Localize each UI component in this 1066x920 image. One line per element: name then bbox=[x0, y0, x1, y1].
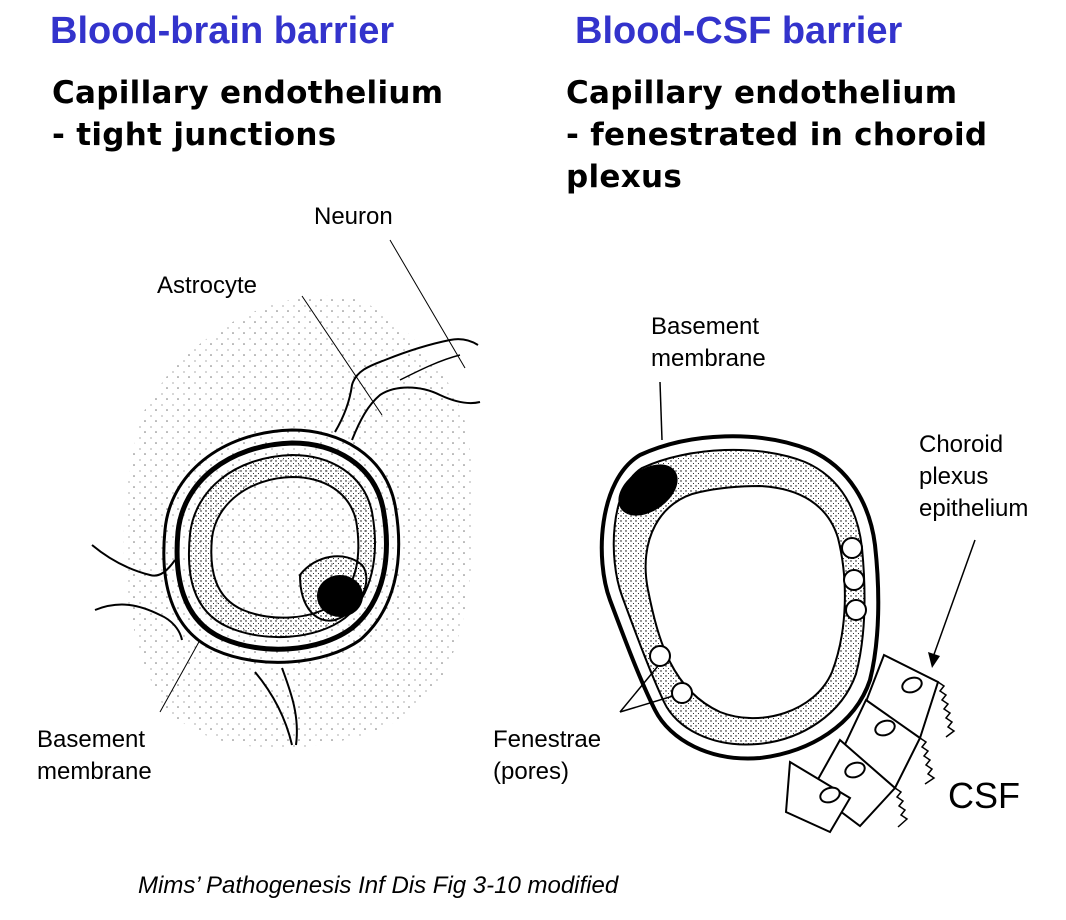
bcsf-capillary-drawing bbox=[599, 381, 976, 834]
bcsf-subtitle: Capillary endothelium - fenestrated in c… bbox=[566, 72, 987, 198]
bcsf-nucleus bbox=[618, 464, 678, 516]
fenestra bbox=[843, 569, 865, 591]
label-bbb-basement-line2: membrane bbox=[37, 758, 152, 785]
bbb-subtitle-line1: Capillary endothelium bbox=[52, 75, 444, 111]
label-bcsf-basement-line2: membrane bbox=[651, 345, 766, 372]
fenestra bbox=[845, 599, 867, 621]
bcsf-subtitle-line1: Capillary endothelium bbox=[566, 75, 958, 111]
label-bbb-basement-membrane: Basement membrane bbox=[37, 724, 152, 788]
bbb-endothelium bbox=[187, 453, 376, 639]
bbb-capillary-drawing bbox=[91, 239, 481, 748]
astrocyte-endfoot-ring bbox=[162, 428, 401, 664]
fenestrae-leader bbox=[619, 695, 674, 713]
label-choroid-line2: plexus bbox=[919, 463, 989, 490]
bbb-basement-leader bbox=[159, 639, 201, 713]
label-fenestrae-line2: (pores) bbox=[493, 758, 570, 785]
bbb-nucleus bbox=[317, 575, 363, 617]
title-blood-brain-barrier: Blood-brain barrier bbox=[50, 10, 395, 52]
fenestra bbox=[841, 537, 863, 559]
astrocyte-process bbox=[334, 338, 479, 433]
bbb-basement-membrane bbox=[174, 440, 389, 652]
label-csf: CSF bbox=[948, 775, 1020, 816]
bbb-subtitle-line2: - tight junctions bbox=[52, 117, 337, 153]
label-bbb-basement-line1: Basement bbox=[37, 726, 146, 753]
astrocyte-process bbox=[281, 667, 298, 746]
fenestrae-leader bbox=[619, 665, 659, 713]
label-astrocyte: Astrocyte bbox=[157, 272, 258, 299]
label-fenestrae-line1: Fenestrae bbox=[493, 726, 602, 753]
label-choroid-plexus-epithelium: Choroid plexus epithelium bbox=[919, 429, 1028, 525]
choroid-arrowhead bbox=[928, 652, 940, 668]
choroid-leader bbox=[931, 539, 976, 661]
title-blood-csf-barrier: Blood-CSF barrier bbox=[575, 10, 903, 52]
bcsf-basement-leader bbox=[659, 381, 663, 441]
astrocyte-process bbox=[91, 544, 176, 577]
fenestra bbox=[671, 682, 693, 704]
fenestra bbox=[649, 645, 671, 667]
astrocyte-process bbox=[351, 386, 481, 441]
bcsf-basement-membrane bbox=[599, 434, 881, 761]
astrocyte-leader bbox=[301, 295, 383, 416]
figure-caption: Mims’ Pathogenesis Inf Dis Fig 3-10 modi… bbox=[138, 872, 619, 899]
astrocyte-process bbox=[254, 671, 293, 746]
bcsf-subtitle-line3: plexus bbox=[566, 159, 683, 195]
label-neuron: Neuron bbox=[314, 203, 393, 230]
bbb-subtitle: Capillary endothelium - tight junctions bbox=[52, 72, 443, 156]
label-bcsf-basement-membrane: Basement membrane bbox=[651, 311, 766, 375]
label-choroid-line1: Choroid bbox=[919, 431, 1004, 458]
astrocyte-process bbox=[94, 603, 183, 641]
label-choroid-line3: epithelium bbox=[919, 495, 1029, 522]
neuron-process bbox=[399, 354, 461, 381]
neuron-leader bbox=[389, 239, 466, 369]
bcsf-subtitle-line2: - fenestrated in choroid bbox=[566, 117, 988, 153]
label-fenestrae: Fenestrae (pores) bbox=[493, 724, 601, 788]
choroid-plexus-epithelium bbox=[784, 653, 956, 834]
bbb-tissue-stipple bbox=[123, 295, 474, 748]
label-bcsf-basement-line1: Basement bbox=[651, 313, 760, 340]
